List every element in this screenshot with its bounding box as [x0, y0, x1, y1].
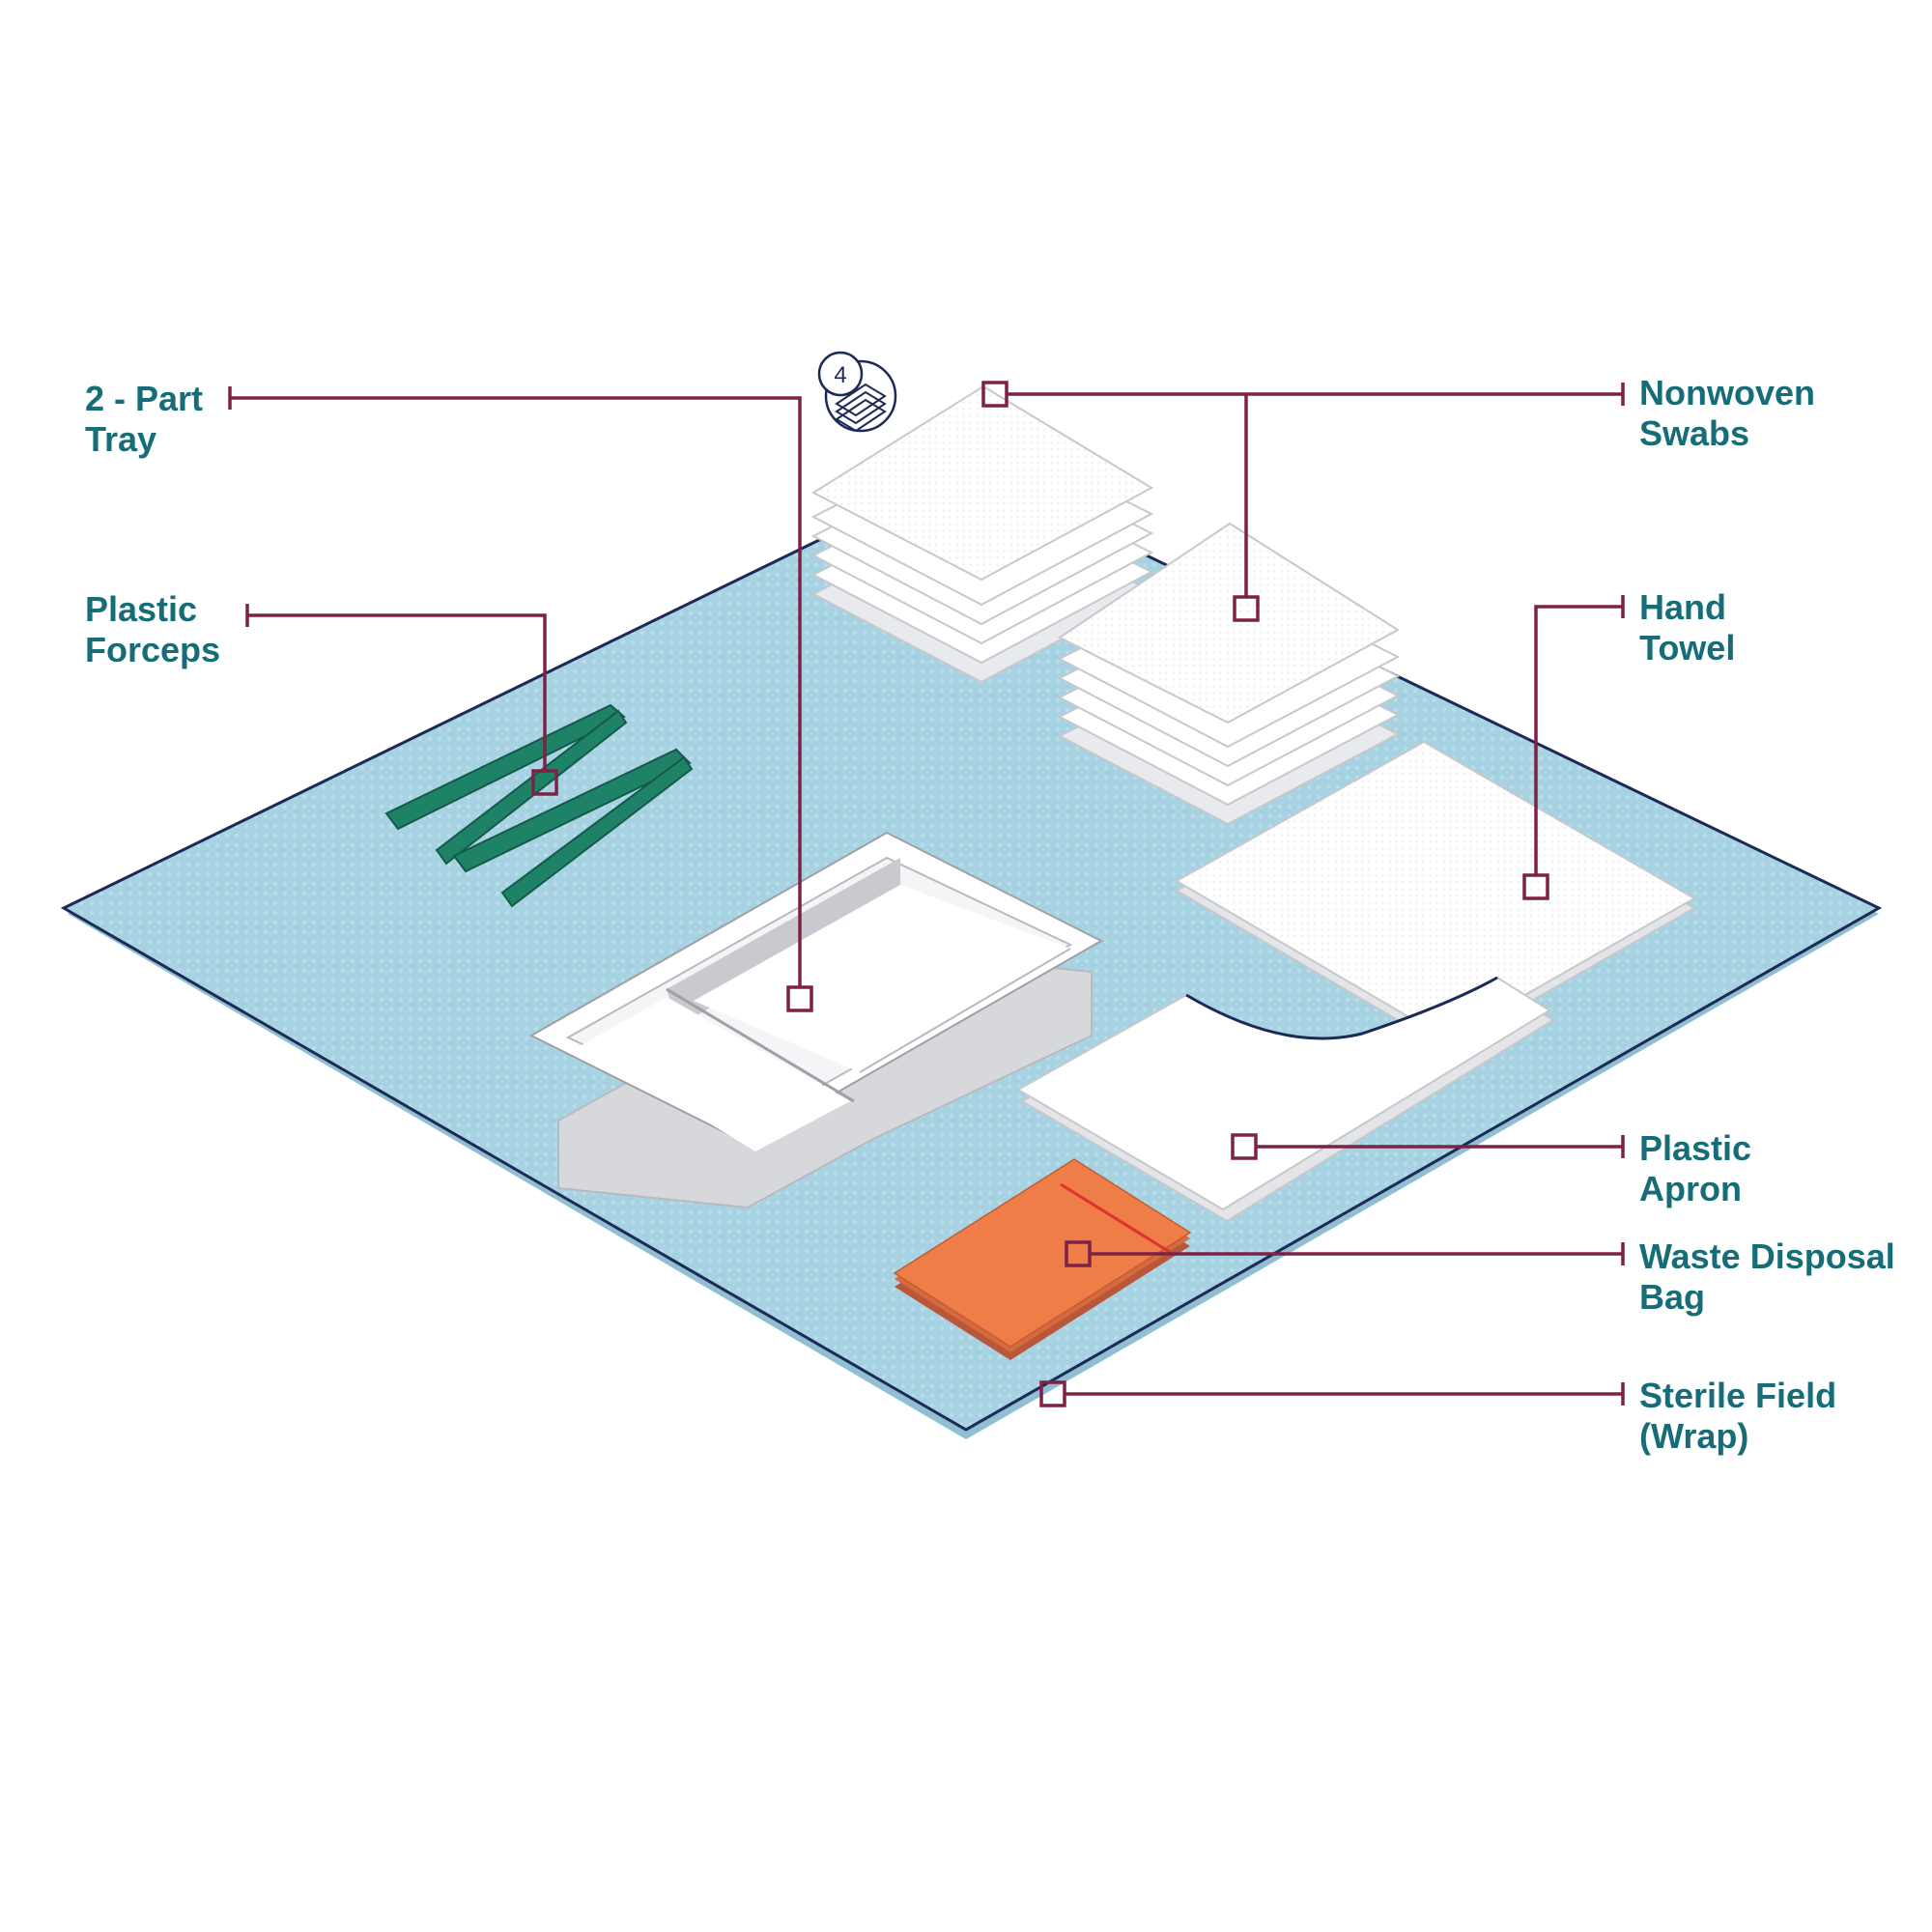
- swab-stack-back: [810, 384, 1154, 684]
- plastic-forceps: [384, 703, 694, 908]
- label-plastic-apron-line1: Plastic: [1639, 1128, 1752, 1168]
- label-hand-towel-line1: Hand: [1639, 587, 1726, 627]
- label-sterile-field-line2: (Wrap): [1639, 1416, 1749, 1456]
- two-part-tray: [528, 831, 1104, 1209]
- label-two-part-tray-line1: 2 - Part: [85, 379, 204, 418]
- leader-tray: [228, 386, 813, 1012]
- hand-towel: [1174, 740, 1697, 1051]
- waste-disposal-bag: [893, 1158, 1192, 1360]
- label-hand-towel-line2: Towel: [1639, 628, 1736, 668]
- swab-count: 4: [834, 362, 846, 388]
- label-nonwoven-swabs: Nonwoven Swabs: [1639, 373, 1815, 454]
- label-plastic-forceps-line2: Forceps: [85, 630, 221, 669]
- leader-swabs: [981, 381, 1625, 622]
- leader-field: [1039, 1380, 1625, 1407]
- plastic-apron: [1015, 976, 1555, 1223]
- leader-forceps: [245, 604, 558, 796]
- label-sterile-field-line1: Sterile Field: [1639, 1376, 1837, 1415]
- label-two-part-tray-line2: Tray: [85, 419, 157, 459]
- label-plastic-apron: Plastic Apron: [1639, 1128, 1751, 1209]
- leader-towel: [1522, 595, 1625, 900]
- label-hand-towel: Hand Towel: [1639, 587, 1735, 668]
- label-nonwoven-swabs-line2: Swabs: [1639, 413, 1750, 453]
- leader-apron: [1231, 1133, 1625, 1160]
- label-two-part-tray: 2 - Part Tray: [85, 379, 203, 460]
- swab-stack-front: [1057, 522, 1401, 826]
- label-waste-disposal-bag-line2: Bag: [1639, 1277, 1706, 1317]
- label-sterile-field: Sterile Field (Wrap): [1639, 1376, 1836, 1457]
- label-plastic-forceps-line1: Plastic: [85, 589, 198, 629]
- leader-bag: [1065, 1240, 1625, 1267]
- label-plastic-forceps: Plastic Forceps: [85, 589, 220, 670]
- swab-count-badge: 4: [817, 351, 864, 397]
- label-waste-disposal-bag: Waste Disposal Bag: [1639, 1236, 1895, 1318]
- label-nonwoven-swabs-line1: Nonwoven: [1639, 373, 1816, 412]
- label-plastic-apron-line2: Apron: [1639, 1169, 1742, 1208]
- label-waste-disposal-bag-line1: Waste Disposal: [1639, 1236, 1895, 1276]
